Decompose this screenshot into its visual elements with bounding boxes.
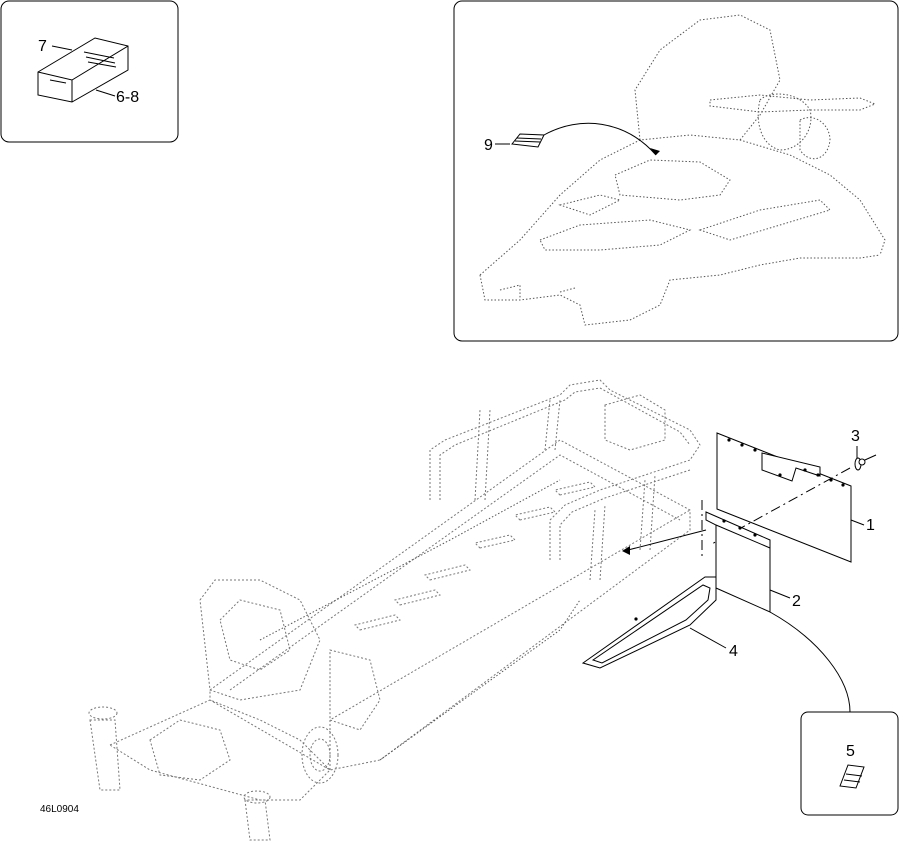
frame-assembly (88, 379, 701, 841)
inset-decal-5: 5 (800, 711, 899, 816)
part-1-mud-flap (716, 432, 852, 563)
assembly-arrow (627, 529, 707, 551)
assembly-arrowhead (622, 546, 630, 555)
mounting-centerline (709, 467, 851, 546)
callout-5: 5 (846, 743, 855, 760)
leader-2 (769, 589, 791, 599)
leader-7 (51, 45, 73, 51)
leader-9-arrow (543, 122, 657, 156)
arrowhead-9 (650, 148, 660, 155)
callout-6-8: 6-8 (116, 89, 139, 106)
part-2-flap-bracket (705, 511, 771, 613)
leader-4 (689, 627, 727, 649)
inset-kit: 7 6-8 (0, 0, 179, 143)
callout-2: 2 (792, 593, 801, 610)
leader-1 (850, 519, 865, 526)
callout-9: 9 (484, 137, 493, 154)
inset-hood: 9 (453, 0, 899, 342)
part-3-rivet (854, 454, 877, 471)
hood-outline (479, 14, 886, 326)
part-4-side-guard (581, 576, 717, 669)
decal-5-part (839, 764, 865, 789)
leader-to-inset-5 (769, 611, 851, 713)
callout-3: 3 (851, 428, 860, 445)
callout-4: 4 (729, 643, 738, 660)
callout-7: 7 (38, 38, 47, 55)
leader-6-8 (95, 89, 116, 97)
kit-box-part (37, 37, 129, 103)
drawing-code: 46L0904 (40, 804, 79, 815)
callout-1: 1 (866, 517, 875, 534)
decal-9-part (511, 133, 545, 148)
